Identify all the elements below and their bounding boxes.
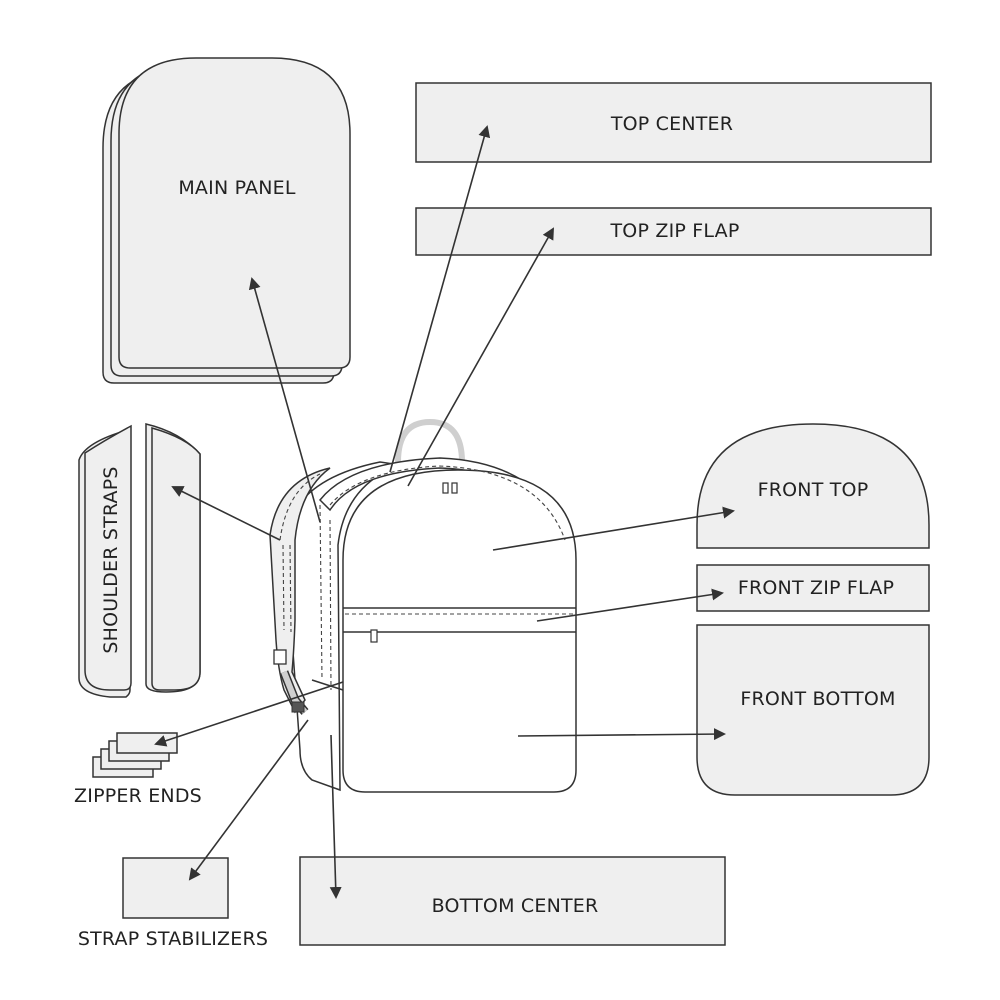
top-zip-flap-label: TOP ZIP FLAP bbox=[610, 220, 740, 242]
front-bottom-piece: FRONT BOTTOM bbox=[696, 624, 930, 796]
arrow-front-bottom bbox=[517, 728, 726, 741]
top-zip-flap-piece: TOP ZIP FLAP bbox=[415, 207, 932, 256]
arrow-top-center bbox=[389, 125, 491, 473]
arrow-front-top bbox=[492, 506, 735, 551]
top-center-piece: TOP CENTER bbox=[415, 82, 932, 163]
strap-stabilizers-label: STRAP STABILIZERS bbox=[78, 928, 268, 950]
backpack-illustration bbox=[269, 418, 577, 793]
main-panel-label: MAIN PANEL bbox=[178, 177, 296, 199]
arrow-top-zip-flap bbox=[407, 227, 554, 487]
arrow-front-zip-flap bbox=[536, 588, 724, 622]
front-top-label: FRONT TOP bbox=[758, 479, 869, 501]
shoulder-straps-label: SHOULDER STRAPS bbox=[100, 466, 122, 653]
arrow-bottom-center bbox=[329, 734, 342, 899]
bottom-center-label: BOTTOM CENTER bbox=[432, 895, 599, 917]
zipper-ends-piece: ZIPPER ENDS bbox=[74, 732, 202, 807]
front-zip-flap-label: FRONT ZIP FLAP bbox=[738, 577, 894, 599]
front-zip-flap-piece: FRONT ZIP FLAP bbox=[696, 564, 930, 612]
strap-stabilizers-piece: STRAP STABILIZERS bbox=[78, 857, 268, 950]
shoulder-straps-piece: SHOULDER STRAPS bbox=[78, 423, 201, 698]
arrow-strap-stabilizers bbox=[188, 719, 309, 881]
top-center-label: TOP CENTER bbox=[610, 113, 733, 135]
front-bottom-label: FRONT BOTTOM bbox=[740, 688, 895, 710]
bottom-center-piece: BOTTOM CENTER bbox=[299, 856, 726, 946]
zipper-ends-label: ZIPPER ENDS bbox=[74, 785, 202, 807]
main-panel-piece: MAIN PANEL bbox=[102, 57, 351, 384]
arrow-shoulder-straps bbox=[171, 486, 281, 541]
arrow-main-panel bbox=[248, 277, 321, 523]
arrows bbox=[154, 125, 735, 899]
arrow-zipper-ends bbox=[154, 681, 344, 747]
front-top-piece: FRONT TOP bbox=[696, 423, 930, 549]
